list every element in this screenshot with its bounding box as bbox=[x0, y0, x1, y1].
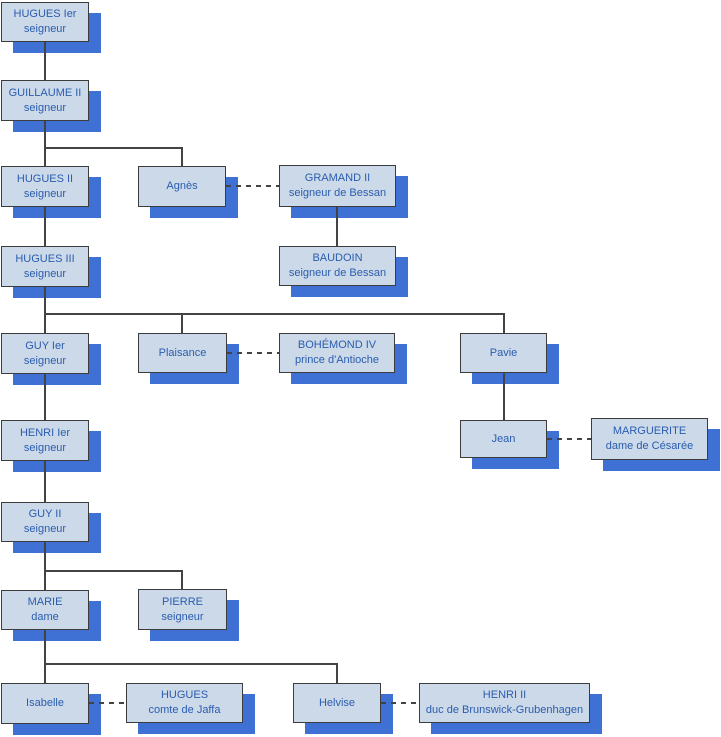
descent-line bbox=[44, 42, 46, 80]
person-title: prince d'Antioche bbox=[294, 354, 380, 366]
descent-line bbox=[181, 147, 183, 166]
person-name: HENRI Ier bbox=[19, 426, 71, 439]
node-marie[interactable]: MARIE dame bbox=[1, 590, 89, 630]
person-title: seigneur bbox=[23, 523, 67, 535]
descent-line bbox=[44, 570, 183, 572]
marriage-line bbox=[381, 702, 419, 704]
person-name: GRAMAND II bbox=[304, 172, 371, 184]
node-agnes[interactable]: Agnès bbox=[138, 166, 226, 207]
person-name: GUY Ier bbox=[25, 339, 65, 352]
person-title: comte de Jaffa bbox=[148, 704, 221, 716]
descent-line bbox=[44, 461, 46, 502]
person-name: Jean bbox=[491, 432, 516, 445]
descent-line bbox=[44, 542, 46, 590]
person-name: HUGUES bbox=[160, 689, 209, 701]
person-title: seigneur bbox=[23, 101, 67, 114]
person-title: seigneur bbox=[161, 610, 204, 623]
node-helvise[interactable]: Helvise bbox=[293, 683, 381, 723]
descent-line bbox=[181, 570, 183, 589]
node-henri-1[interactable]: HENRI Ier seigneur bbox=[1, 420, 89, 461]
person-name: HUGUES III bbox=[15, 252, 75, 265]
node-henri-2[interactable]: HENRI II duc de Brunswick-Grubenhagen bbox=[419, 683, 590, 723]
node-baudoin[interactable]: BAUDOIN seigneur de Bessan bbox=[279, 246, 396, 286]
descent-line bbox=[44, 313, 505, 315]
node-pierre[interactable]: PIERRE seigneur bbox=[138, 589, 227, 630]
person-title: dame de Césarée bbox=[605, 440, 694, 452]
person-title: seigneur de Bessan bbox=[288, 267, 387, 279]
person-name: HENRI II bbox=[482, 689, 527, 701]
descent-line bbox=[336, 207, 338, 246]
descent-line bbox=[44, 121, 46, 166]
node-guy-1[interactable]: GUY Ier seigneur bbox=[1, 333, 89, 374]
node-bohemond-4[interactable]: BOHÉMOND IV prince d'Antioche bbox=[279, 333, 395, 373]
node-hugues-1[interactable]: HUGUES Ier seigneur bbox=[1, 2, 89, 42]
person-title: seigneur de Bessan bbox=[288, 187, 387, 199]
node-guillaume-2[interactable]: GUILLAUME II seigneur bbox=[1, 80, 89, 121]
node-pavie[interactable]: Pavie bbox=[460, 333, 547, 373]
marriage-line bbox=[547, 438, 591, 440]
marriage-line bbox=[89, 702, 126, 704]
person-name: MARIE bbox=[27, 596, 63, 608]
descent-line bbox=[44, 374, 46, 420]
person-name: Helvise bbox=[318, 696, 356, 709]
node-hugues-3[interactable]: HUGUES III seigneur bbox=[1, 246, 89, 287]
descent-line bbox=[44, 663, 338, 665]
person-name: BOHÉMOND IV bbox=[297, 339, 377, 351]
person-name: Pavie bbox=[489, 346, 518, 359]
person-name: Isabelle bbox=[26, 697, 64, 709]
node-marguerite[interactable]: MARGUERITE dame de Césarée bbox=[591, 418, 708, 460]
node-jean[interactable]: Jean bbox=[460, 420, 547, 458]
descent-line bbox=[44, 147, 183, 149]
person-name: GUILLAUME II bbox=[8, 86, 82, 99]
person-title: seigneur bbox=[23, 187, 67, 200]
node-hugues-2[interactable]: HUGUES II seigneur bbox=[1, 166, 89, 207]
person-name: Plaisance bbox=[158, 346, 207, 359]
person-title: duc de Brunswick-Grubenhagen bbox=[425, 704, 584, 716]
person-name: GUY II bbox=[28, 508, 62, 520]
descent-line bbox=[44, 630, 46, 683]
node-gramand-2[interactable]: GRAMAND II seigneur de Bessan bbox=[279, 165, 396, 207]
person-name: PIERRE bbox=[162, 595, 203, 608]
descent-line bbox=[181, 313, 183, 333]
person-name: MARGUERITE bbox=[612, 425, 687, 437]
node-guy-2[interactable]: GUY II seigneur bbox=[1, 502, 89, 542]
descent-line bbox=[503, 373, 505, 420]
node-hugues-jaffa[interactable]: HUGUES comte de Jaffa bbox=[126, 683, 243, 723]
person-title: seigneur bbox=[23, 23, 67, 35]
person-name: HUGUES Ier bbox=[13, 8, 77, 20]
person-name: Agnès bbox=[166, 180, 198, 192]
marriage-line bbox=[227, 352, 279, 354]
node-plaisance[interactable]: Plaisance bbox=[138, 333, 227, 373]
person-title: seigneur bbox=[23, 354, 67, 367]
person-title: dame bbox=[31, 611, 59, 623]
descent-line bbox=[44, 287, 46, 333]
marriage-line bbox=[226, 185, 279, 187]
node-isabelle[interactable]: Isabelle bbox=[1, 683, 89, 724]
person-title: seigneur bbox=[23, 267, 67, 280]
descent-line bbox=[503, 313, 505, 333]
person-name: BAUDOIN bbox=[312, 252, 363, 264]
person-title: seigneur bbox=[23, 441, 67, 454]
descent-line bbox=[336, 663, 338, 683]
descent-line bbox=[44, 207, 46, 246]
person-name: HUGUES II bbox=[16, 172, 74, 185]
